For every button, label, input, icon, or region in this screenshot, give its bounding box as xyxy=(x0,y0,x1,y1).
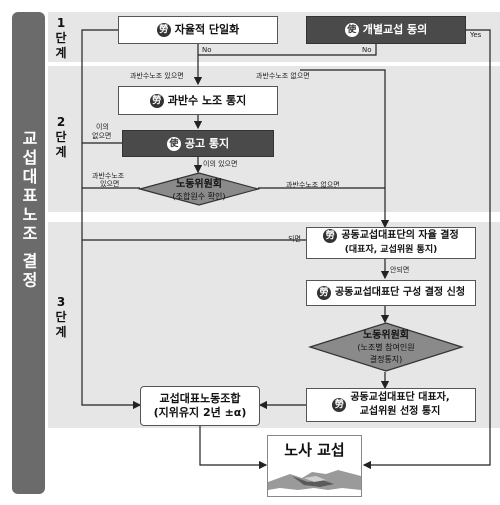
joint-voluntary-line1: 공동교섭대표단의 자율 결정 xyxy=(341,230,459,241)
joint-select-line2: 교섭위원 선정 통지 xyxy=(359,406,441,417)
public-notice-label: 공고 통지 xyxy=(184,136,230,150)
left-majority-label-2: 있으면 xyxy=(100,180,120,188)
right-no-majority-label: 과반수노조 없으면 xyxy=(286,181,340,189)
has-majority-label: 과반수노조 있으면 xyxy=(130,72,184,80)
public-notice-box: 使 공고 통지 xyxy=(122,130,274,157)
joint-select-line1: 공동교섭대표단 대표자, xyxy=(350,392,450,403)
representative-union-box: 교섭대표노동조합 (지위유지 2년 ±α) xyxy=(140,386,260,426)
labor-tag-icon: 勞 xyxy=(316,286,331,300)
stage-1-label: 1 단 계 xyxy=(55,16,67,60)
commission2-sub1: (노조별 참여인원 xyxy=(357,343,415,352)
labor-tag-icon: 勞 xyxy=(156,23,171,37)
labor-tag-icon: 勞 xyxy=(323,229,338,243)
majority-union-notice-label: 과반수 노조 통지 xyxy=(167,93,247,107)
left-majority-label-1: 과반수노조 xyxy=(92,172,125,180)
objection-none-label-1: 이의 xyxy=(96,123,109,131)
not-done-label: 안되면 xyxy=(390,266,410,274)
stage-3-label: 3 단 계 xyxy=(55,295,67,339)
commission2-sub2: 결정통지) xyxy=(369,355,403,364)
labor-management-bargaining-box: 노사 교섭 xyxy=(267,435,362,497)
labor-tag-icon: 勞 xyxy=(149,93,164,108)
final-label: 노사 교섭 xyxy=(284,441,345,459)
yes-label: Yes xyxy=(470,31,482,39)
joint-voluntary-line2: (대표자, 교섭위원 통지) xyxy=(344,245,438,255)
majority-union-notice-box: 勞 과반수 노조 통지 xyxy=(118,86,278,115)
voluntary-unification-box: 勞 자율적 단일화 xyxy=(118,16,278,44)
labor-commission-diamond-2 xyxy=(308,322,464,372)
stage-2-label: 2 단 계 xyxy=(55,115,67,159)
employer-tag-icon: 使 xyxy=(166,136,181,151)
labor-commission-diamond-1-text: 노동위원회 (조합원수 확인) xyxy=(148,179,250,203)
objection-none-label-2: 없으면 xyxy=(92,132,112,140)
individual-bargaining-consent-label: 개별교섭 동의 xyxy=(362,23,428,36)
labor-tag-icon: 勞 xyxy=(332,398,347,412)
joint-voluntary-decision-box: 勞 공동교섭대표단의 자율 결정 (대표자, 교섭위원 통지) xyxy=(306,227,476,259)
joint-formation-request-label: 공동교섭대표단 구성 결정 신청 xyxy=(334,287,466,298)
no-label-right: No xyxy=(362,46,372,54)
no-label-left: No xyxy=(202,46,212,54)
done-label: 되면 xyxy=(288,235,301,243)
commission2-title: 노동위원회 xyxy=(363,330,409,341)
no-majority-top-label: 과반수노조 없으면 xyxy=(256,72,310,80)
representative-union-line1: 교섭대표노동조합 xyxy=(159,392,241,405)
objection-yes-label: 이의 있으면 xyxy=(203,160,238,168)
commission1-sub: (조합원수 확인) xyxy=(172,192,226,201)
commission1-title: 노동위원회 xyxy=(176,179,222,190)
employer-tag-icon: 使 xyxy=(344,23,359,37)
joint-representative-selection-box: 勞 공동교섭대표단 대표자, 교섭위원 선정 통지 xyxy=(306,388,476,422)
sidebar-title: 교섭대표노조 결정 xyxy=(19,129,38,291)
voluntary-unification-label: 자율적 단일화 xyxy=(174,23,240,36)
labor-commission-diamond-2-text: 노동위원회 (노조별 참여인원 결정통지) xyxy=(326,330,446,366)
labor-commission-diamond-1 xyxy=(138,172,260,206)
individual-bargaining-consent-box: 使 개별교섭 동의 xyxy=(306,16,466,44)
handshake-icon xyxy=(268,470,361,490)
sidebar xyxy=(12,12,45,494)
joint-formation-request-box: 勞 공동교섭대표단 구성 결정 신청 xyxy=(306,280,476,306)
representative-union-line2: (지위유지 2년 ±α) xyxy=(153,406,247,419)
